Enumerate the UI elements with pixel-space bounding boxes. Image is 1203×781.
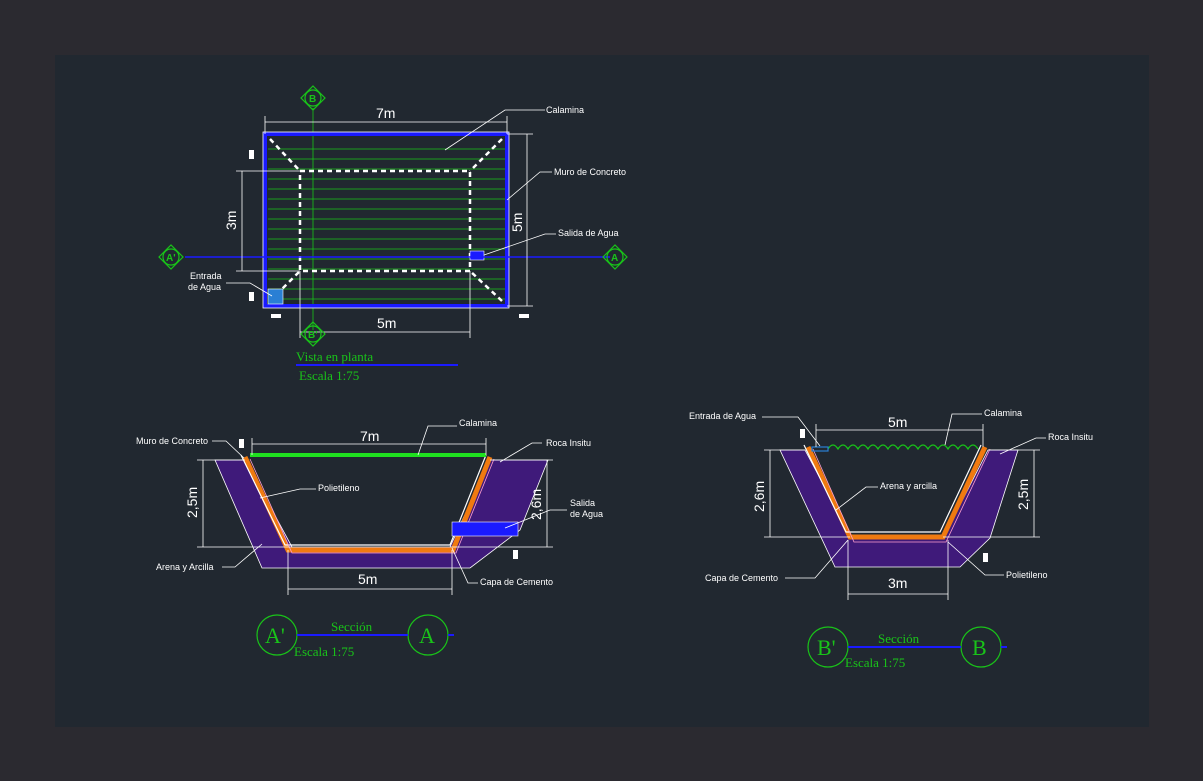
section-a-label-muro: Muro de Concreto [136,436,208,446]
plan-calamina-lines [268,108,506,330]
section-a-dim-bottom: 5m [358,571,377,587]
section-b-cement-layer [805,445,988,540]
svg-text:A': A' [166,253,176,264]
section-a-bubble-left: A' [265,623,285,648]
svg-text:B: B [309,94,316,105]
cad-drawing: 7m 5m 3m 5m Calamina Muro de Concreto Sa… [136,85,1093,670]
plan-label-calamina: Calamina [546,105,584,115]
section-a-label-polietileno: Polietileno [318,483,360,493]
section-a-dim-right: 2,6m [528,489,544,520]
plan-excavation-outline [269,138,503,302]
plan-water-inlet [267,288,284,305]
section-a-label-salida-1: Salida [570,498,595,508]
plan-dim-left: 3m [223,211,239,230]
section-b-label-arena: Arena y arcilla [880,481,937,491]
plan-marker-a-left: A' [158,244,184,270]
svg-text:B': B' [308,330,318,341]
section-a-label-calamina: Calamina [459,418,497,428]
section-a-bubble-right: A [419,623,435,648]
section-a-title-block: A' A Sección Escala 1:75 [256,614,454,659]
section-b-dim-top: 5m [888,414,907,430]
section-b-dim-right: 2,5m [1015,479,1031,510]
section-a-label-arena: Arena y Arcilla [156,562,214,572]
section-b-bubble-left: B' [817,635,836,660]
section-b-label-capa: Capa de Cemento [705,573,778,583]
plan-wall-markers [249,150,529,318]
plan-scale: Escala 1:75 [299,368,359,383]
section-b-leaders [762,413,1046,579]
plan-view: 7m 5m 3m 5m Calamina Muro de Concreto Sa… [158,85,628,383]
section-a-dimension-lines [197,438,553,595]
plan-leaders [226,109,556,297]
plan-label-salida: Salida de Agua [558,228,619,238]
drawing-canvas: 7m 5m 3m 5m Calamina Muro de Concreto Sa… [55,55,1149,727]
section-b-dim-bottom: 3m [888,575,907,591]
section-a-label-salida-2: de Agua [570,509,603,519]
section-a-label-roca: Roca Insitu [546,438,591,448]
plan-dim-bottom: 5m [377,315,396,331]
plan-label-entrada-2: de Agua [188,282,221,292]
section-a-cement-layer [242,455,493,553]
section-a-leaders [212,425,567,584]
section-b-scale: Escala 1:75 [845,655,905,670]
section-b-dim-left: 2,6m [751,481,767,512]
section-a-dim-left: 2,5m [184,487,200,518]
section-a-title: Sección [331,619,373,634]
plan-dim-right: 5m [509,213,525,232]
section-b-title: Sección [878,631,920,646]
section-b: 5m 3m 2,6m 2,5m Entrada de Agua Calamina… [689,408,1093,670]
section-b-label-entrada: Entrada de Agua [689,411,756,421]
section-a-water-outlet [451,521,519,537]
plan-marker-b-top: B [300,85,326,111]
section-a-label-capa: Capa de Cemento [480,577,553,587]
section-a-dim-top: 7m [360,428,379,444]
plan-title: Vista en planta [296,349,373,364]
plan-label-muro: Muro de Concreto [554,167,626,177]
plan-dim-top: 7m [376,105,395,121]
svg-text:A: A [611,253,618,264]
plan-water-outlet [469,250,485,261]
section-b-calamina [827,444,979,451]
section-b-bubble-right: B [972,635,987,660]
section-b-label-roca: Roca Insitu [1048,432,1093,442]
plan-marker-a-right: A [602,244,628,270]
plan-label-entrada-1: Entrada [190,271,222,281]
section-b-title-block: B' B Sección Escala 1:75 [807,626,1007,670]
section-b-dimension-lines [764,424,1040,600]
section-b-label-calamina: Calamina [984,408,1022,418]
plan-marker-b-bottom: B' [300,321,326,347]
plan-wall-outer [263,132,509,308]
section-b-water-inlet [811,446,829,452]
section-a-scale: Escala 1:75 [294,644,354,659]
section-a: 7m 5m 2,5m 2,6m Calamina Muro de Concret… [136,418,603,659]
section-b-label-polietileno: Polietileno [1006,570,1048,580]
plan-dimension-lines [236,116,533,338]
